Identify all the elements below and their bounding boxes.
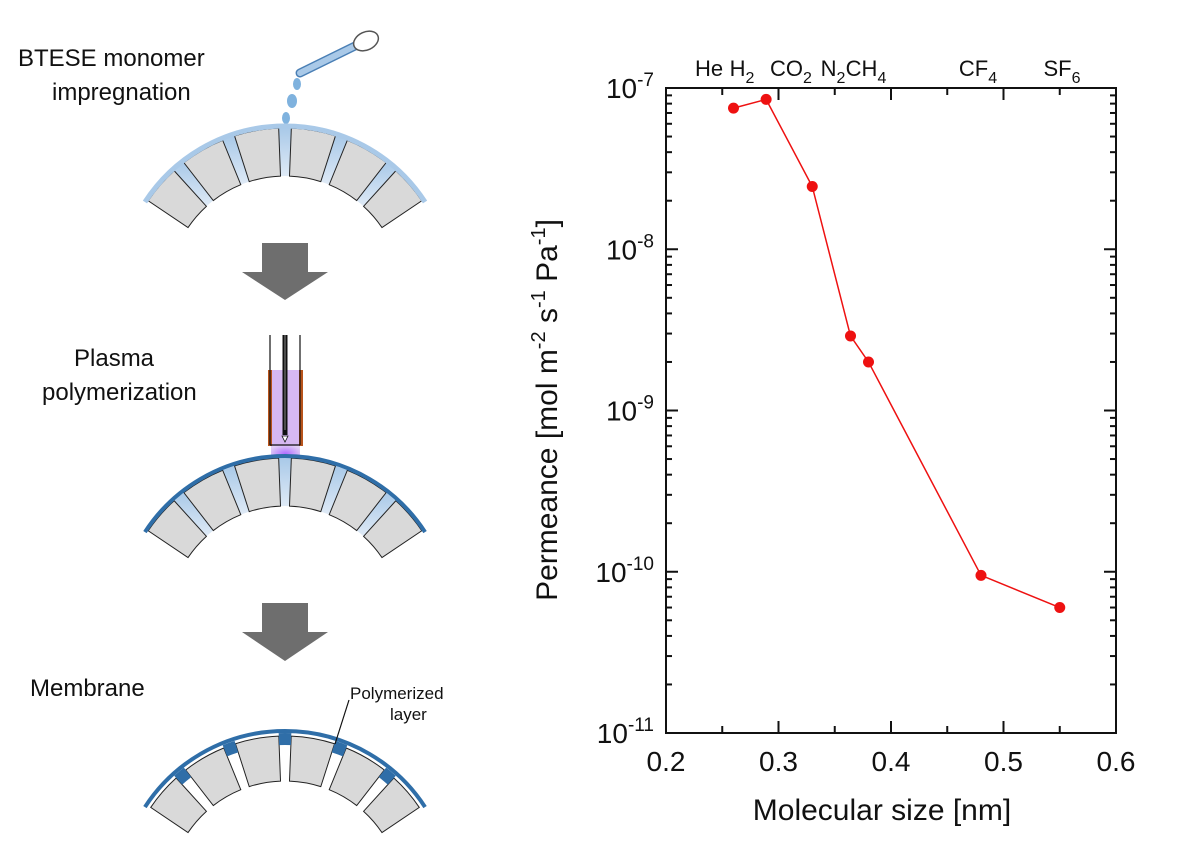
gas-label: H2 (730, 56, 755, 87)
support-block (288, 735, 336, 788)
annotation-line2: layer (390, 705, 427, 724)
gas-label: CH4 (846, 56, 887, 87)
data-point (1054, 602, 1066, 614)
support-arc-plasma (143, 454, 427, 559)
pore (278, 458, 292, 507)
pore (320, 135, 348, 185)
axis-ticks (665, 88, 1117, 734)
x-tick-label: 0.5 (984, 746, 1023, 777)
polymerized-layer (143, 729, 427, 809)
x-tick-label: 0.2 (647, 746, 686, 777)
pore (356, 492, 396, 537)
support-block (362, 500, 423, 559)
gas-label: CO2 (770, 56, 812, 87)
support-arc-impregnated (142, 123, 428, 229)
y-axis-label: Permeance [mol m-2 s-1 Pa-1] (528, 219, 564, 601)
pore (174, 162, 214, 207)
pore-plug (378, 767, 396, 785)
pore (356, 162, 396, 207)
support-block (362, 777, 420, 834)
x-tick-label: 0.6 (1097, 746, 1136, 777)
y-tick-label: 10-11 (597, 715, 654, 749)
support-block (185, 747, 242, 807)
gas-label: N2 (821, 56, 846, 87)
pore-plug (174, 767, 192, 785)
support-block (147, 500, 208, 559)
support-block (328, 747, 385, 807)
data-point (728, 102, 739, 114)
pore-plug (278, 733, 292, 746)
gas-label: SF6 (1043, 56, 1080, 87)
gas-label: He (695, 56, 723, 81)
pore (320, 465, 348, 515)
process-schematic (142, 30, 428, 834)
step2-label-line2: polymerization (42, 379, 197, 406)
step3-label: Membrane (30, 675, 145, 702)
annotation-pointer (334, 699, 350, 745)
polymerized-layer (143, 454, 427, 534)
y-tick-label: 10-9 (606, 393, 654, 427)
data-point (863, 356, 874, 368)
x-tick-label: 0.4 (872, 746, 911, 777)
pore (222, 465, 250, 515)
y-tick-label: 10-10 (595, 554, 654, 588)
support-block (328, 469, 387, 532)
series-line (733, 98, 1061, 609)
step2-label-line1: Plasma (74, 345, 155, 372)
pore (222, 135, 250, 185)
y-tick-label: 10-8 (606, 231, 654, 265)
support-block (150, 777, 208, 834)
support-block (183, 469, 242, 532)
down-arrow-icon (242, 243, 328, 300)
data-point (845, 330, 856, 342)
support-block (233, 457, 282, 513)
down-arrow-icon (242, 603, 328, 661)
membrane-arc (143, 729, 427, 834)
annotation-line1: Polymerized (350, 684, 444, 703)
step1-label-line2: impregnation (52, 79, 191, 106)
droplet-icons (282, 78, 301, 124)
y-tick-label: 10-7 (606, 70, 654, 104)
data-point (760, 93, 772, 105)
pore (174, 492, 214, 537)
step1-label-line1: BTESE monomer (18, 45, 205, 72)
support-block (288, 457, 337, 513)
x-axis-label: Molecular size [nm] (753, 794, 1011, 827)
gas-label: CF4 (959, 56, 997, 87)
plot-frame (665, 87, 1117, 734)
pore-plug (222, 740, 239, 757)
pore (278, 127, 292, 177)
support-block (234, 735, 282, 788)
pore-plug (331, 740, 348, 757)
pipette-icon (295, 30, 380, 78)
x-tick-label: 0.3 (759, 746, 798, 777)
monomer-layer (142, 123, 428, 204)
data-point (975, 569, 987, 581)
data-point (806, 180, 818, 192)
